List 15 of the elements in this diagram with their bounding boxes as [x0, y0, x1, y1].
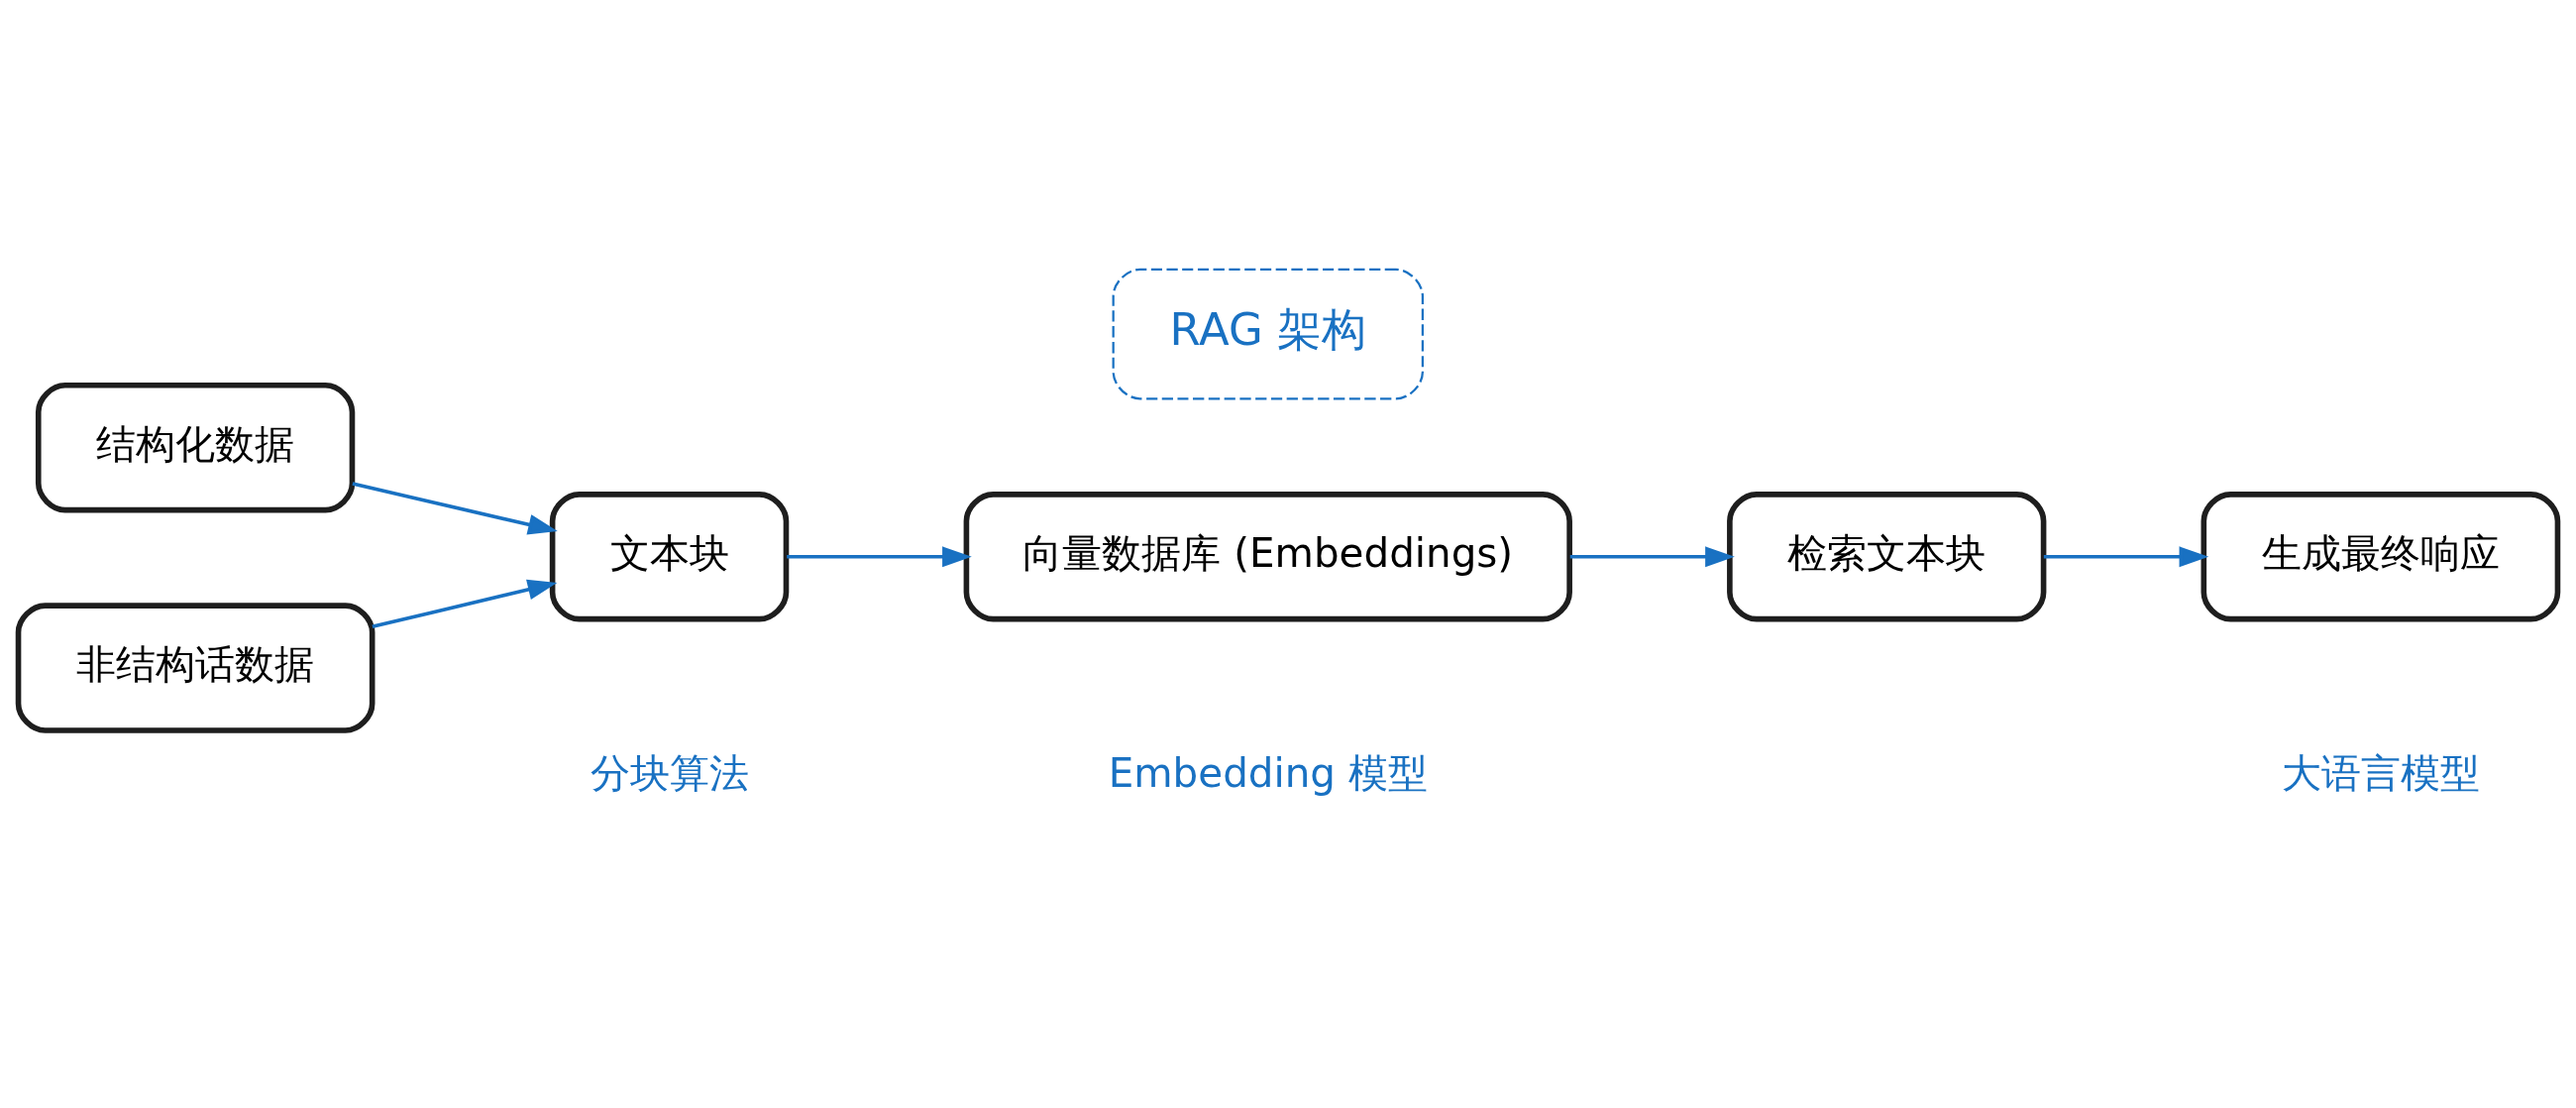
- label: 分块算法: [590, 748, 749, 797]
- arrow: [2043, 545, 2209, 567]
- node-box: 文本块: [549, 491, 790, 621]
- label: 大语言模型: [2281, 748, 2480, 797]
- node-box: 非结构话数据: [15, 602, 376, 733]
- arrow: [1569, 545, 1735, 567]
- node-box: 检索文本块: [1727, 491, 2047, 621]
- arrow: [372, 579, 558, 628]
- arrow: [787, 545, 972, 567]
- node-box: 生成最终响应: [2200, 491, 2561, 621]
- label: Embedding 模型: [1108, 748, 1428, 797]
- node-box: 结构化数据: [35, 382, 356, 512]
- arrow: [352, 481, 558, 534]
- node-box: RAG 架构: [1112, 268, 1425, 399]
- node-box: 向量数据库 (Embeddings): [963, 491, 1572, 621]
